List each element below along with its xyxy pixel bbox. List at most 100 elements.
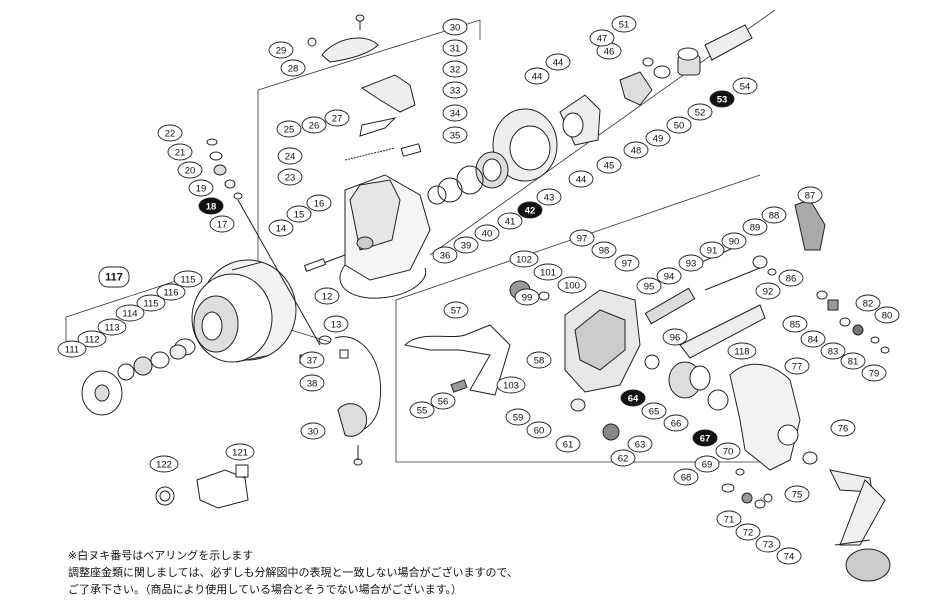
part-label-29: 29 <box>268 41 294 59</box>
label-text: 30 <box>450 22 461 33</box>
part-label-81: 81 <box>840 352 866 370</box>
part-label-49: 49 <box>645 129 671 147</box>
label-bubble <box>623 141 649 159</box>
part-label-57: 57 <box>443 301 469 319</box>
label-bubble <box>276 120 302 138</box>
part-label-69: 69 <box>694 455 720 473</box>
label-bubble <box>800 330 826 348</box>
label-text: 62 <box>618 453 629 464</box>
label-text: 71 <box>724 514 735 525</box>
part-label-83: 83 <box>820 342 846 360</box>
part-drawings <box>81 14 891 582</box>
part-label-65: 65 <box>641 402 667 420</box>
label-bubble <box>286 205 312 223</box>
label-text: 76 <box>838 423 849 434</box>
part-label-13: 13 <box>323 315 349 333</box>
label-text: 111 <box>65 344 79 355</box>
label-text: 97 <box>622 258 633 269</box>
part-label-64: 64 <box>620 389 646 407</box>
part-label-68: 68 <box>673 468 699 486</box>
part-label-61: 61 <box>555 435 581 453</box>
label-text: 85 <box>790 319 801 330</box>
label-text: 16 <box>314 198 325 209</box>
label-text: 39 <box>461 240 472 251</box>
label-text: 69 <box>702 459 713 470</box>
part-label-59: 59 <box>505 408 531 426</box>
part-label-97b: 97 <box>614 254 640 272</box>
label-text: 112 <box>84 334 99 345</box>
label-text: 46 <box>604 46 615 57</box>
label-bubble <box>735 523 761 541</box>
part-label-101: 101 <box>533 263 563 281</box>
label-bubble <box>663 414 689 432</box>
label-bubble <box>715 442 741 460</box>
label-bubble <box>874 306 900 324</box>
label-text: 14 <box>276 223 287 234</box>
label-bubble <box>299 351 325 369</box>
label-text: 93 <box>686 258 697 269</box>
part-label-117: 117 <box>98 266 130 288</box>
label-bubble <box>98 266 130 288</box>
label-text: 27 <box>332 113 343 124</box>
label-bubble <box>323 315 349 333</box>
label-text: 80 <box>882 310 893 321</box>
part-label-34: 34 <box>442 104 468 122</box>
part-label-115a: 115 <box>173 270 203 288</box>
part-label-43: 43 <box>536 188 562 206</box>
label-bubble <box>636 277 662 295</box>
label-text: 121 <box>232 447 248 458</box>
small-parts-drawing <box>206 138 321 346</box>
label-text: 92 <box>763 286 774 297</box>
label-bubble <box>840 352 866 370</box>
part-label-30b: 30 <box>300 422 326 440</box>
part-label-111: 111 <box>57 340 87 358</box>
label-text: 42 <box>525 205 536 216</box>
label-bubble <box>526 351 552 369</box>
label-bubble <box>568 170 594 188</box>
label-text: 30 <box>308 426 319 437</box>
bail-wire-drawing <box>318 335 382 466</box>
bail-arm-drawing <box>307 14 422 161</box>
part-label-102: 102 <box>509 250 539 268</box>
part-label-28: 28 <box>280 59 306 77</box>
label-bubble <box>453 236 479 254</box>
part-label-66: 66 <box>663 414 689 432</box>
label-text: 103 <box>503 380 519 391</box>
part-label-40: 40 <box>474 224 500 242</box>
label-bubble <box>324 109 350 127</box>
part-label-27: 27 <box>324 109 350 127</box>
label-bubble <box>505 408 531 426</box>
label-text: 117 <box>105 271 123 283</box>
label-text: 61 <box>563 439 574 450</box>
label-bubble <box>299 374 325 392</box>
label-text: 99 <box>522 292 533 303</box>
label-bubble <box>474 224 500 242</box>
part-label-51: 51 <box>611 15 637 33</box>
label-text: 52 <box>695 107 706 118</box>
label-text: 94 <box>664 271 675 282</box>
label-text: 36 <box>440 250 451 261</box>
rotor-nut-drawing <box>427 108 558 205</box>
part-label-79: 79 <box>861 364 887 382</box>
drag-washers-drawing <box>81 338 196 416</box>
label-bubble <box>432 246 458 264</box>
label-bubble <box>280 59 306 77</box>
part-label-99: 99 <box>514 288 540 306</box>
diagram-notes: ※白ヌキ番号はベアリングを示します 調整座金類に関しましては、必ずしも分解図中の… <box>68 547 628 598</box>
label-bubble <box>614 254 640 272</box>
label-bubble <box>536 188 562 206</box>
label-bubble <box>678 254 704 272</box>
body-drawing <box>403 289 641 396</box>
part-label-72: 72 <box>735 523 761 541</box>
label-bubble <box>742 218 768 236</box>
label-text: 60 <box>534 425 545 436</box>
label-bubble <box>77 330 107 348</box>
label-text: 115 <box>180 274 195 285</box>
label-bubble <box>709 90 735 108</box>
part-label-42: 42 <box>517 201 543 219</box>
note-disclaimer: ご了承下さい。（商品により使用している場合とそうでない場合がございます。） <box>68 583 463 596</box>
label-bubble <box>797 186 823 204</box>
part-label-19: 19 <box>188 179 214 197</box>
rotor-drawing <box>303 174 431 299</box>
